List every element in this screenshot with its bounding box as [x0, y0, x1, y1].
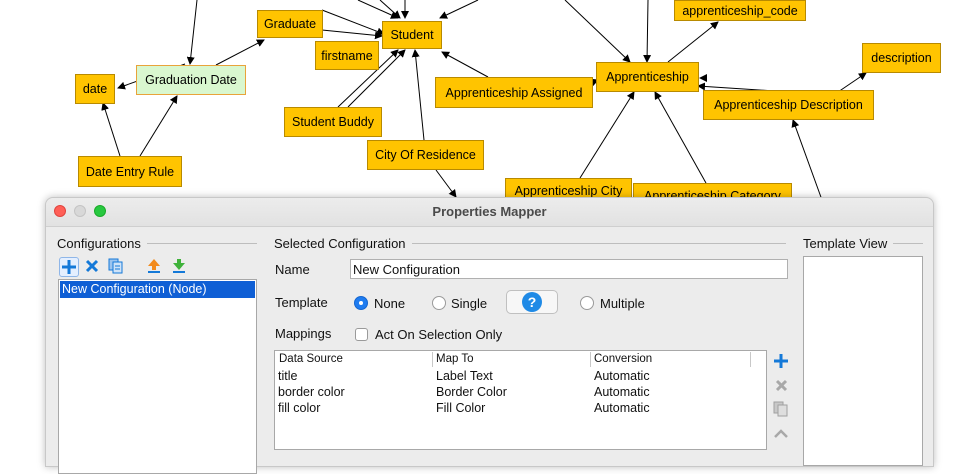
- remove-icon: [775, 379, 787, 391]
- chevron-up-icon: [774, 429, 788, 438]
- selected-configuration-heading: Selected Configuration: [274, 236, 786, 251]
- template-help-button[interactable]: ?: [506, 290, 558, 314]
- plus-icon: [62, 260, 76, 274]
- column-header-conversion[interactable]: Conversion: [591, 352, 751, 367]
- graph-canvas[interactable]: Graduate Student firstname Graduation Da…: [0, 0, 966, 458]
- name-field[interactable]: New Configuration: [350, 259, 788, 279]
- node-label: firstname: [321, 48, 373, 63]
- node-description[interactable]: description: [862, 43, 941, 73]
- configurations-heading-label: Configurations: [57, 236, 141, 251]
- node-city-of-residence[interactable]: City Of Residence: [367, 140, 484, 170]
- copy-configuration-button[interactable]: [107, 257, 125, 275]
- node-label: Graduate: [263, 17, 317, 31]
- node-graduate[interactable]: Graduate: [257, 10, 323, 38]
- template-view-area: [803, 256, 923, 466]
- node-label: Student Buddy: [291, 115, 374, 129]
- mappings-label: Mappings: [275, 326, 332, 341]
- node-label: apprenticeship_code: [682, 3, 798, 18]
- zoom-window-button[interactable]: [94, 205, 106, 217]
- plus-icon: [774, 354, 788, 368]
- template-label: Template: [275, 295, 328, 310]
- template-none-radio[interactable]: [354, 296, 368, 310]
- mappings-table[interactable]: Data Source Map To Conversion title Labe…: [274, 350, 767, 450]
- download-icon: [173, 259, 185, 273]
- name-label: Name: [275, 262, 310, 277]
- node-date-entry-rule[interactable]: Date Entry Rule: [78, 156, 182, 187]
- window-title: Properties Mapper: [432, 204, 547, 219]
- column-header-data-source[interactable]: Data Source: [276, 352, 433, 367]
- export-configuration-button[interactable]: [145, 257, 163, 275]
- copy-icon: [108, 258, 123, 274]
- add-mapping-button[interactable]: [772, 352, 790, 370]
- import-configuration-button[interactable]: [170, 257, 188, 275]
- template-multiple-radio[interactable]: [580, 296, 594, 310]
- act-on-selection-label[interactable]: Act On Selection Only: [375, 327, 503, 342]
- section-divider: [146, 243, 257, 244]
- minimize-window-button[interactable]: [74, 205, 86, 217]
- node-apprenticeship-code[interactable]: apprenticeship_code: [674, 0, 806, 21]
- add-configuration-button[interactable]: [59, 257, 79, 277]
- table-cell[interactable]: Automatic: [594, 385, 650, 399]
- template-single-label[interactable]: Single: [451, 296, 488, 311]
- node-label: Apprenticeship Description: [714, 98, 863, 112]
- title-bar[interactable]: Properties Mapper: [46, 198, 933, 227]
- template-none-label[interactable]: None: [374, 296, 406, 311]
- node-label: description: [871, 51, 932, 65]
- copy-mapping-button[interactable]: [772, 400, 790, 418]
- node-label: date: [82, 82, 108, 96]
- table-cell[interactable]: Fill Color: [436, 401, 486, 415]
- node-student-buddy[interactable]: Student Buddy: [284, 107, 382, 137]
- template-view-heading-label: Template View: [803, 236, 888, 251]
- table-cell[interactable]: fill color: [278, 401, 321, 415]
- table-cell[interactable]: Label Text: [436, 369, 493, 383]
- configurations-heading: Configurations: [57, 236, 257, 251]
- node-label: Apprenticeship: [606, 70, 689, 84]
- section-divider: [893, 243, 923, 244]
- node-label: Date Entry Rule: [85, 164, 175, 179]
- template-multiple-label[interactable]: Multiple: [600, 296, 645, 311]
- copy-icon: [773, 401, 788, 417]
- node-apprenticeship-assigned[interactable]: Apprenticeship Assigned: [435, 77, 593, 108]
- node-date[interactable]: date: [75, 74, 115, 104]
- node-label: City Of Residence: [375, 148, 476, 162]
- table-cell[interactable]: border color: [278, 385, 345, 399]
- move-up-mapping-button[interactable]: [772, 424, 790, 442]
- remove-mapping-button[interactable]: [772, 376, 790, 394]
- configurations-list[interactable]: New Configuration (Node): [58, 279, 257, 474]
- node-firstname[interactable]: firstname: [315, 41, 379, 70]
- upload-icon: [148, 259, 160, 273]
- help-icon: ?: [522, 292, 542, 312]
- table-cell[interactable]: Border Color: [436, 385, 507, 399]
- node-apprenticeship-description[interactable]: Apprenticeship Description: [703, 90, 874, 120]
- node-student[interactable]: Student: [382, 21, 442, 49]
- section-divider: [411, 243, 786, 244]
- remove-configuration-button[interactable]: [83, 257, 101, 275]
- column-header-map-to[interactable]: Map To: [433, 352, 591, 367]
- template-view-heading: Template View: [803, 236, 923, 251]
- node-label: Apprenticeship Assigned: [445, 85, 583, 100]
- node-label: Graduation Date: [145, 73, 237, 87]
- selected-configuration-heading-label: Selected Configuration: [274, 236, 406, 251]
- node-graduation-date[interactable]: Graduation Date: [136, 65, 246, 95]
- table-cell[interactable]: Automatic: [594, 401, 650, 415]
- node-apprenticeship[interactable]: Apprenticeship: [596, 62, 699, 92]
- act-on-selection-checkbox[interactable]: [355, 328, 368, 341]
- node-label: Apprenticeship City: [514, 184, 623, 198]
- template-single-radio[interactable]: [432, 296, 446, 310]
- graph-edges: [101, 0, 867, 201]
- table-cell[interactable]: Automatic: [594, 369, 650, 383]
- close-window-button[interactable]: [54, 205, 66, 217]
- configuration-list-item[interactable]: New Configuration (Node): [60, 281, 255, 298]
- remove-icon: [85, 259, 99, 273]
- properties-mapper-dialog: Properties Mapper Configurations New Con…: [45, 197, 934, 474]
- table-cell[interactable]: title: [278, 369, 298, 383]
- node-label: Student: [390, 28, 434, 42]
